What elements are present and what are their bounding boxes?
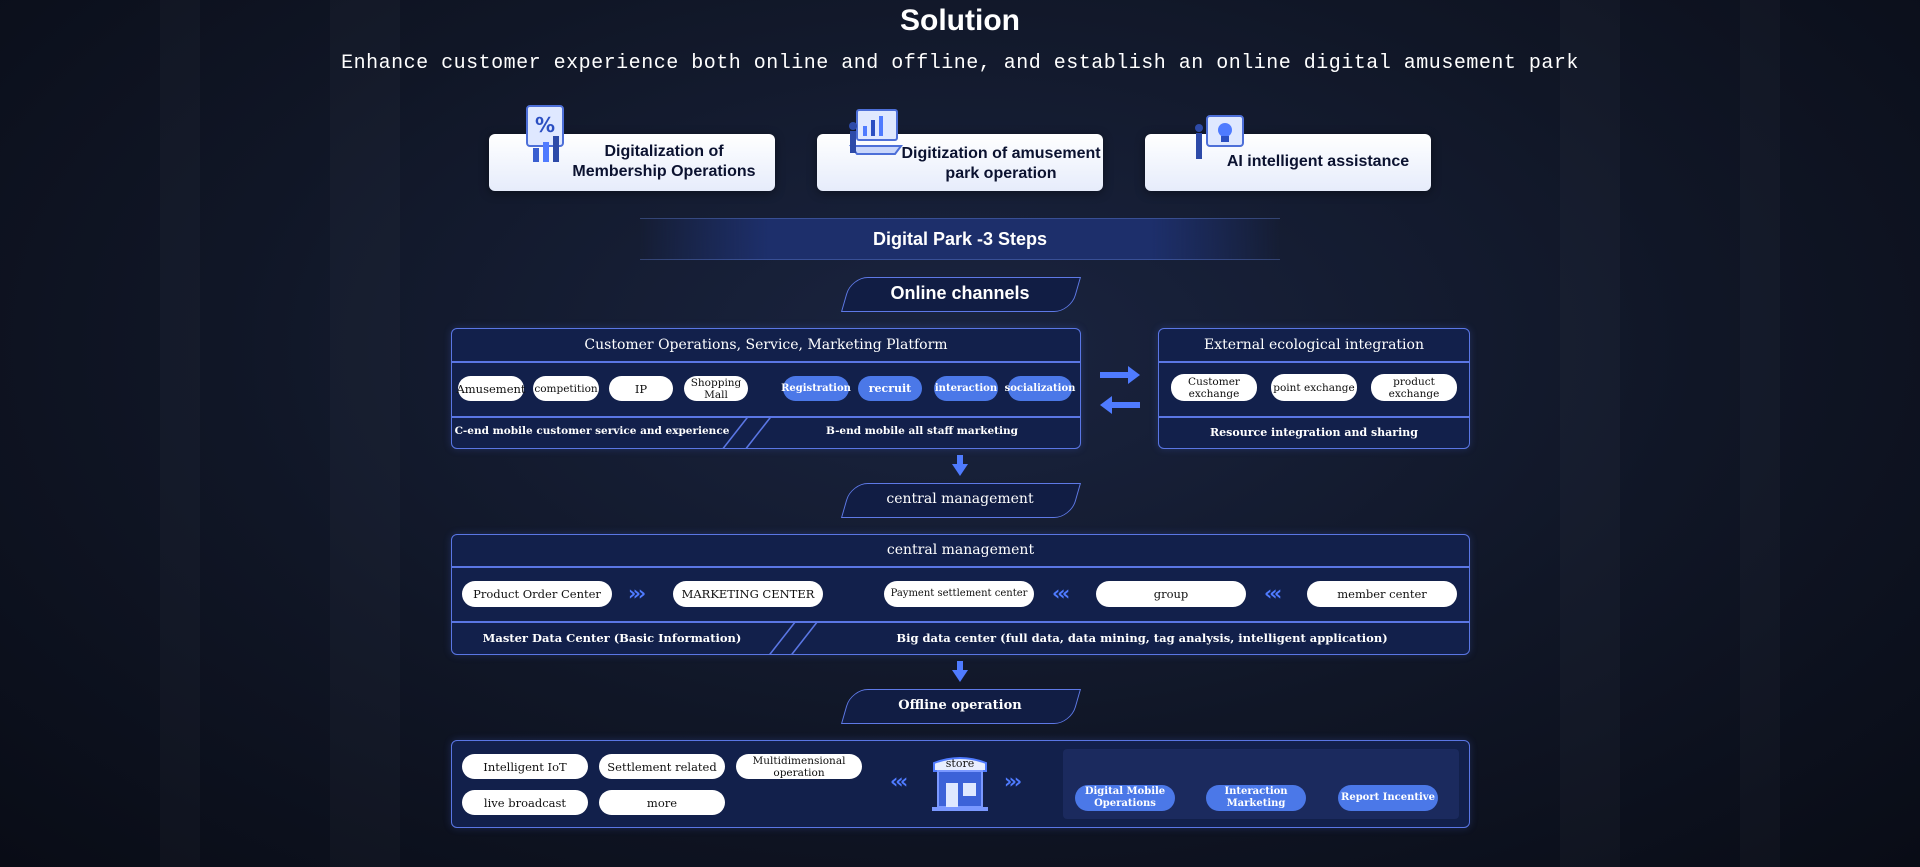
background-stripe: [160, 0, 200, 867]
chevrons-left-icon: ‹«: [1052, 581, 1070, 605]
card-label-line2: park operation: [945, 165, 1057, 182]
store-icon: [932, 757, 988, 811]
pill-amusement[interactable]: Amusement: [456, 376, 526, 401]
pill-interaction-marketing[interactable]: Interaction Marketing: [1206, 785, 1306, 811]
ai-assistant-illustration-icon: [1195, 115, 1244, 159]
divider: [452, 621, 1469, 623]
footer-b-end: B-end mobile all staff marketing: [826, 425, 1018, 437]
background-stripe: [1740, 0, 1780, 867]
offline-panel: Intelligent IoT Settlement related Multi…: [451, 740, 1470, 828]
background-stripe: [1560, 0, 1620, 867]
divider: [452, 361, 1080, 363]
external-title: External ecological integration: [1204, 337, 1424, 353]
pill-recruit[interactable]: recruit: [858, 376, 922, 401]
pill-multidimensional-operation[interactable]: Multidimensional operation: [736, 754, 862, 779]
down-arrow-icon: [952, 455, 968, 476]
footer-c-end: C-end mobile customer service and experi…: [454, 425, 730, 437]
steps-band: Digital Park -3 Steps: [640, 218, 1280, 260]
pill-payment-settlement-center[interactable]: Payment settlement center: [884, 581, 1034, 607]
percent-chart-illustration-icon: %: [526, 105, 564, 162]
pill-customer-exchange[interactable]: Customer exchange: [1171, 374, 1257, 401]
card-ai-assistance[interactable]: AI intelligent assistance: [1145, 115, 1431, 191]
pill-competition[interactable]: competition: [533, 376, 599, 401]
card-label-line1: Digitalization of: [604, 143, 724, 160]
chevrons-right-icon: »›: [628, 581, 646, 605]
external-panel: External ecological integration Customer…: [1158, 328, 1470, 449]
background-stripe: [330, 0, 400, 867]
tab-offline-operation[interactable]: Offline operation: [898, 698, 1022, 713]
footer-big-data-center: Big data center (full data, data mining,…: [896, 631, 1388, 645]
pill-product-order-center[interactable]: Product Order Center: [462, 581, 612, 607]
pill-settlement-related[interactable]: Settlement related: [599, 754, 725, 779]
platform-title: Customer Operations, Service, Marketing …: [584, 337, 948, 353]
exchange-arrows-icon: [1100, 366, 1140, 414]
tab-central-management[interactable]: central management: [886, 491, 1034, 507]
card-membership-operations[interactable]: % Digitalization of Membership Operation…: [489, 105, 775, 191]
card-label-line1: AI intelligent assistance: [1226, 153, 1410, 170]
pill-product-exchange[interactable]: product exchange: [1371, 374, 1457, 401]
card-park-operation[interactable]: Digitization of amusement park operation: [817, 109, 1103, 191]
chevrons-right-icon: »›: [1004, 769, 1022, 793]
pill-socialization[interactable]: socialization: [1005, 376, 1075, 401]
pill-intelligent-iot[interactable]: Intelligent IoT: [462, 754, 588, 779]
down-arrow-icon: [952, 661, 968, 682]
page-title: Solution: [900, 4, 1020, 37]
pill-ip[interactable]: IP: [609, 376, 673, 401]
divider: [769, 621, 797, 654]
pill-shopping-mall[interactable]: Shopping Mall: [684, 376, 748, 401]
divider: [452, 566, 1469, 568]
divider: [791, 621, 819, 654]
central-panel: central management Product Order Center …: [451, 534, 1470, 655]
offline-digital-box: Digital Mobile Operations Interaction Ma…: [1063, 749, 1459, 819]
pill-group[interactable]: group: [1096, 581, 1246, 607]
pill-digital-mobile-operations[interactable]: Digital Mobile Operations: [1075, 785, 1175, 811]
chevrons-left-icon: ‹«: [890, 769, 908, 793]
pill-member-center[interactable]: member center: [1307, 581, 1457, 607]
chevrons-left-icon: ‹«: [1264, 581, 1282, 605]
external-footer: Resource integration and sharing: [1210, 426, 1418, 439]
pill-live-broadcast[interactable]: live broadcast: [462, 790, 588, 815]
card-label-line1: Digitization of amusement: [901, 145, 1101, 162]
card-label-line2: Membership Operations: [572, 163, 756, 180]
central-title: central management: [886, 542, 1035, 558]
divider: [452, 416, 1080, 418]
svg-text:%: %: [535, 113, 555, 137]
laptop-dashboard-illustration-icon: [849, 109, 903, 155]
divider: [745, 416, 773, 448]
divider: [1159, 361, 1469, 363]
divider: [1159, 416, 1469, 418]
pill-point-exchange[interactable]: point exchange: [1271, 374, 1357, 401]
platform-panel: Customer Operations, Service, Marketing …: [451, 328, 1081, 449]
tab-online-channels[interactable]: Online channels: [890, 283, 1030, 303]
pill-registration[interactable]: Registration: [781, 376, 851, 401]
footer-master-data-center: Master Data Center (Basic Information): [482, 631, 742, 645]
store-label: store: [945, 757, 975, 770]
pill-more[interactable]: more: [599, 790, 725, 815]
page-subtitle: Enhance customer experience both online …: [341, 52, 1579, 75]
pill-marketing-center[interactable]: MARKETING CENTER: [673, 581, 823, 607]
pill-report-incentive[interactable]: Report Incentive: [1338, 785, 1438, 811]
pill-interaction[interactable]: interaction: [934, 376, 998, 401]
